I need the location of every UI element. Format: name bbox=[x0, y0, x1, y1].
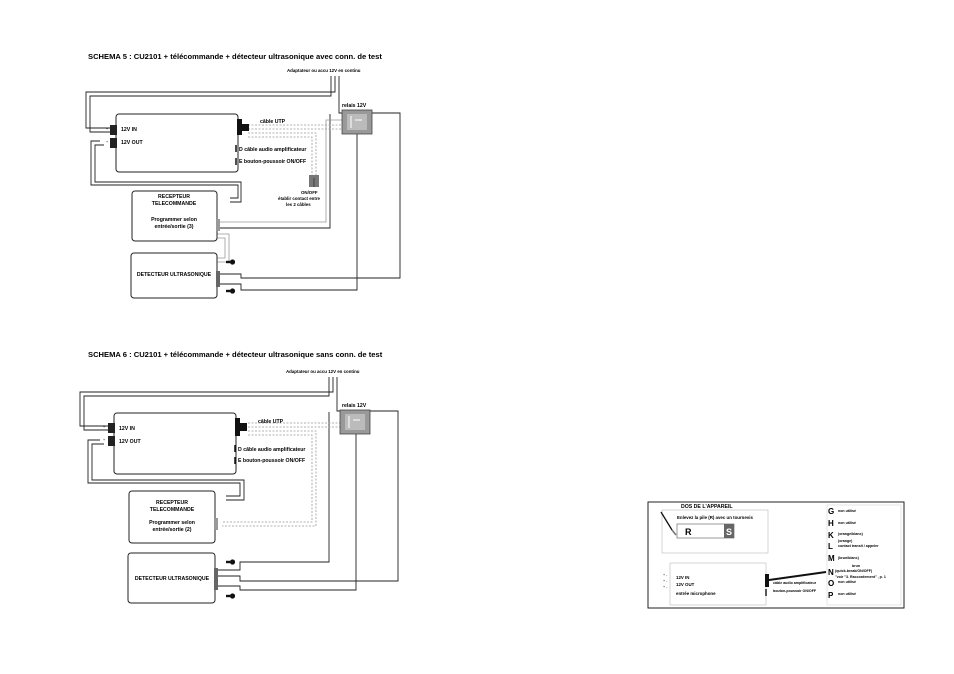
legend-p: P non utilisé bbox=[828, 591, 856, 600]
schema-6-audio-label: D câble audio amplificateur bbox=[238, 447, 305, 453]
legend-m: M (brun/blanc) bbox=[828, 554, 860, 563]
svg-text:"voir "3. Raccordement" , p. 1: "voir "3. Raccordement" , p. 1 bbox=[835, 575, 886, 579]
schema-6-utp-wire bbox=[222, 422, 343, 527]
svg-text:P: P bbox=[828, 591, 834, 600]
svg-text:Programmer selon: Programmer selon bbox=[149, 520, 195, 526]
schema-5-button-label: E bouton-poussoir ON/OFF bbox=[239, 159, 306, 165]
schema-6-12v-out: 12V OUT bbox=[119, 439, 141, 445]
svg-text:N: N bbox=[828, 568, 834, 577]
back-12v-out: 12V OUT bbox=[676, 582, 695, 587]
schema-5-audio-label: D câble audio amplificateur bbox=[239, 147, 306, 153]
svg-text:RECEPTEUR: RECEPTEUR bbox=[156, 500, 188, 506]
svg-text:entrée/sortie (2): entrée/sortie (2) bbox=[153, 527, 192, 533]
schema-6-title: SCHEMA 6 : CU2101 + télécommande + détec… bbox=[88, 350, 383, 359]
svg-text:non utilisé: non utilisé bbox=[838, 521, 856, 525]
battery-r: R bbox=[685, 527, 692, 537]
svg-text:(orange/blanc): (orange/blanc) bbox=[838, 532, 864, 536]
schema-6-12v-in: 12V IN bbox=[119, 426, 135, 432]
schema-6-button-label: E bouton-poussoir ON/OFF bbox=[238, 458, 305, 464]
legend-k: K (orange/blanc) bbox=[828, 531, 864, 540]
svg-text:+: + bbox=[106, 140, 108, 144]
svg-text:brun: brun bbox=[852, 564, 860, 568]
svg-text:Programmer selon: Programmer selon bbox=[151, 217, 197, 223]
schema-5-utp-wire bbox=[216, 119, 345, 263]
schema-5-relay: relais 12V bbox=[341, 103, 373, 135]
schema-6: SCHEMA 6 : CU2101 + télécommande + détec… bbox=[79, 350, 399, 604]
svg-text:H: H bbox=[828, 519, 834, 528]
schema-5-12v-in: 12V IN bbox=[121, 127, 137, 133]
schema-6-relay: relais 12V bbox=[339, 403, 371, 435]
schema-5-cu2101-unit: + + 12V IN 12V OUT bbox=[106, 113, 249, 173]
back-mic: entrée microphone bbox=[676, 591, 716, 596]
svg-text:G: G bbox=[828, 507, 834, 516]
svg-text:+: + bbox=[106, 127, 108, 131]
schema-5-utp-label: câble UTP bbox=[260, 119, 286, 125]
svg-text:DETECTEUR ULTRASONIQUE: DETECTEUR ULTRASONIQUE bbox=[137, 272, 212, 278]
svg-text:+: + bbox=[103, 438, 105, 442]
battery-s: S bbox=[726, 527, 732, 537]
legend-n: N brun (quick-break/ON/OFF) "voir "3. Ra… bbox=[828, 564, 886, 579]
svg-text:+: + bbox=[103, 425, 105, 429]
svg-text:L: L bbox=[828, 542, 833, 551]
svg-text:contact transit / appeler: contact transit / appeler bbox=[838, 544, 879, 548]
svg-text:ON/OFF: ON/OFF bbox=[301, 190, 318, 195]
schema-5-power-wires bbox=[85, 76, 401, 291]
battery-note: Enlevez la pile (R) avec un tournevis bbox=[677, 515, 753, 520]
svg-text:non utilisé: non utilisé bbox=[838, 592, 856, 596]
back-12v-in: 12V IN bbox=[676, 575, 689, 580]
device-back-title: DOS DE L'APPAREIL bbox=[681, 504, 733, 510]
svg-text:non utilisé: non utilisé bbox=[838, 580, 856, 584]
svg-text:établir contact entre: établir contact entre bbox=[278, 196, 321, 201]
svg-text:TELECOMMANDE: TELECOMMANDE bbox=[152, 201, 197, 207]
schema-6-receiver: RECEPTEUR TELECOMMANDE Programmer selon … bbox=[128, 490, 218, 544]
svg-text:(quick-break/ON/OFF): (quick-break/ON/OFF) bbox=[835, 569, 873, 573]
back-audio: câble audio amplificateur bbox=[773, 581, 817, 585]
device-back-panel: DOS DE L'APPAREIL Enlevez la pile (R) av… bbox=[647, 501, 905, 609]
svg-text:K: K bbox=[828, 531, 834, 540]
schema-6-power-wires bbox=[79, 377, 399, 591]
svg-text:(brun/blanc): (brun/blanc) bbox=[838, 556, 860, 560]
svg-text:entrée/sortie (3): entrée/sortie (3) bbox=[155, 224, 194, 230]
svg-text:O: O bbox=[828, 579, 834, 588]
svg-text:M: M bbox=[828, 554, 835, 563]
svg-text:+ -: + - bbox=[663, 579, 668, 583]
schema-5-onoff-contact: ON/OFF établir contact entre les 2 câble… bbox=[278, 175, 321, 207]
svg-text:DETECTEUR ULTRASONIQUE: DETECTEUR ULTRASONIQUE bbox=[135, 576, 210, 582]
svg-text:(orange): (orange) bbox=[838, 539, 853, 543]
schema-5-detector: DETECTEUR ULTRASONIQUE bbox=[130, 252, 236, 299]
legend-o: O non utilisé bbox=[828, 579, 856, 588]
schema-5-adapter-label: Adaptateur ou accu 12V en continu bbox=[287, 68, 361, 73]
legend-l: L (orange) contact transit / appeler bbox=[828, 539, 879, 551]
back-button: bouton-poussoir ON/OFF bbox=[773, 589, 817, 593]
legend-g: G non utilisé bbox=[828, 507, 856, 516]
svg-text:+ -: + - bbox=[663, 585, 668, 589]
schema-6-adapter-label: Adaptateur ou accu 12V en continu bbox=[286, 369, 360, 374]
svg-text:RECEPTEUR: RECEPTEUR bbox=[158, 194, 190, 200]
legend-h: H non utilisé bbox=[828, 519, 856, 528]
svg-text:+ -: + - bbox=[663, 573, 668, 577]
svg-text:TELECOMMANDE: TELECOMMANDE bbox=[150, 507, 195, 513]
schema-6-utp-label: câble UTP bbox=[258, 419, 284, 425]
schema-5-receiver: RECEPTEUR TELECOMMANDE Programmer selon … bbox=[131, 190, 220, 242]
schema-5-12v-out: 12V OUT bbox=[121, 140, 143, 146]
svg-text:non utilisé: non utilisé bbox=[838, 509, 856, 513]
schema-5: SCHEMA 5 : CU2101 + télécommande + détec… bbox=[85, 52, 401, 299]
schema-6-cu2101-unit: + + 12V IN 12V OUT bbox=[103, 412, 247, 475]
schema-6-detector: DETECTEUR ULTRASONIQUE bbox=[127, 552, 236, 604]
svg-text:les 2 câbles: les 2 câbles bbox=[286, 202, 311, 207]
schema-5-relay-label: relais 12V bbox=[342, 103, 367, 109]
schema-6-relay-label: relais 12V bbox=[342, 403, 367, 409]
schema-5-title: SCHEMA 5 : CU2101 + télécommande + détec… bbox=[88, 52, 382, 61]
